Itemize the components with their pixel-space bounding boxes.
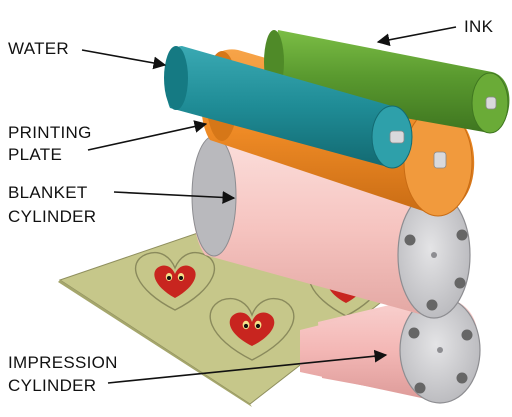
water-roller bbox=[164, 46, 413, 169]
arrow-water bbox=[81, 49, 167, 70]
label-blanket-line1: BLANKET bbox=[8, 183, 88, 202]
arrow-blanket bbox=[113, 191, 236, 204]
label-impression-line1: IMPRESSION bbox=[8, 353, 118, 372]
label-ink: INK bbox=[464, 17, 494, 36]
arrow-impression bbox=[107, 349, 388, 384]
arrow-ink bbox=[376, 26, 457, 47]
label-impression-line2: CYLINDER bbox=[8, 376, 96, 395]
label-blanket-line2: CYLINDER bbox=[8, 207, 96, 226]
arrow-printing-plate bbox=[87, 120, 208, 151]
heart-print-3 bbox=[209, 297, 295, 361]
impression-cylinder bbox=[300, 293, 481, 404]
label-water: WATER bbox=[8, 39, 69, 58]
label-printing-plate-line2: PLATE bbox=[8, 145, 62, 164]
label-printing-plate-line1: PRINTING bbox=[8, 123, 92, 142]
heart-print-1 bbox=[135, 251, 215, 311]
